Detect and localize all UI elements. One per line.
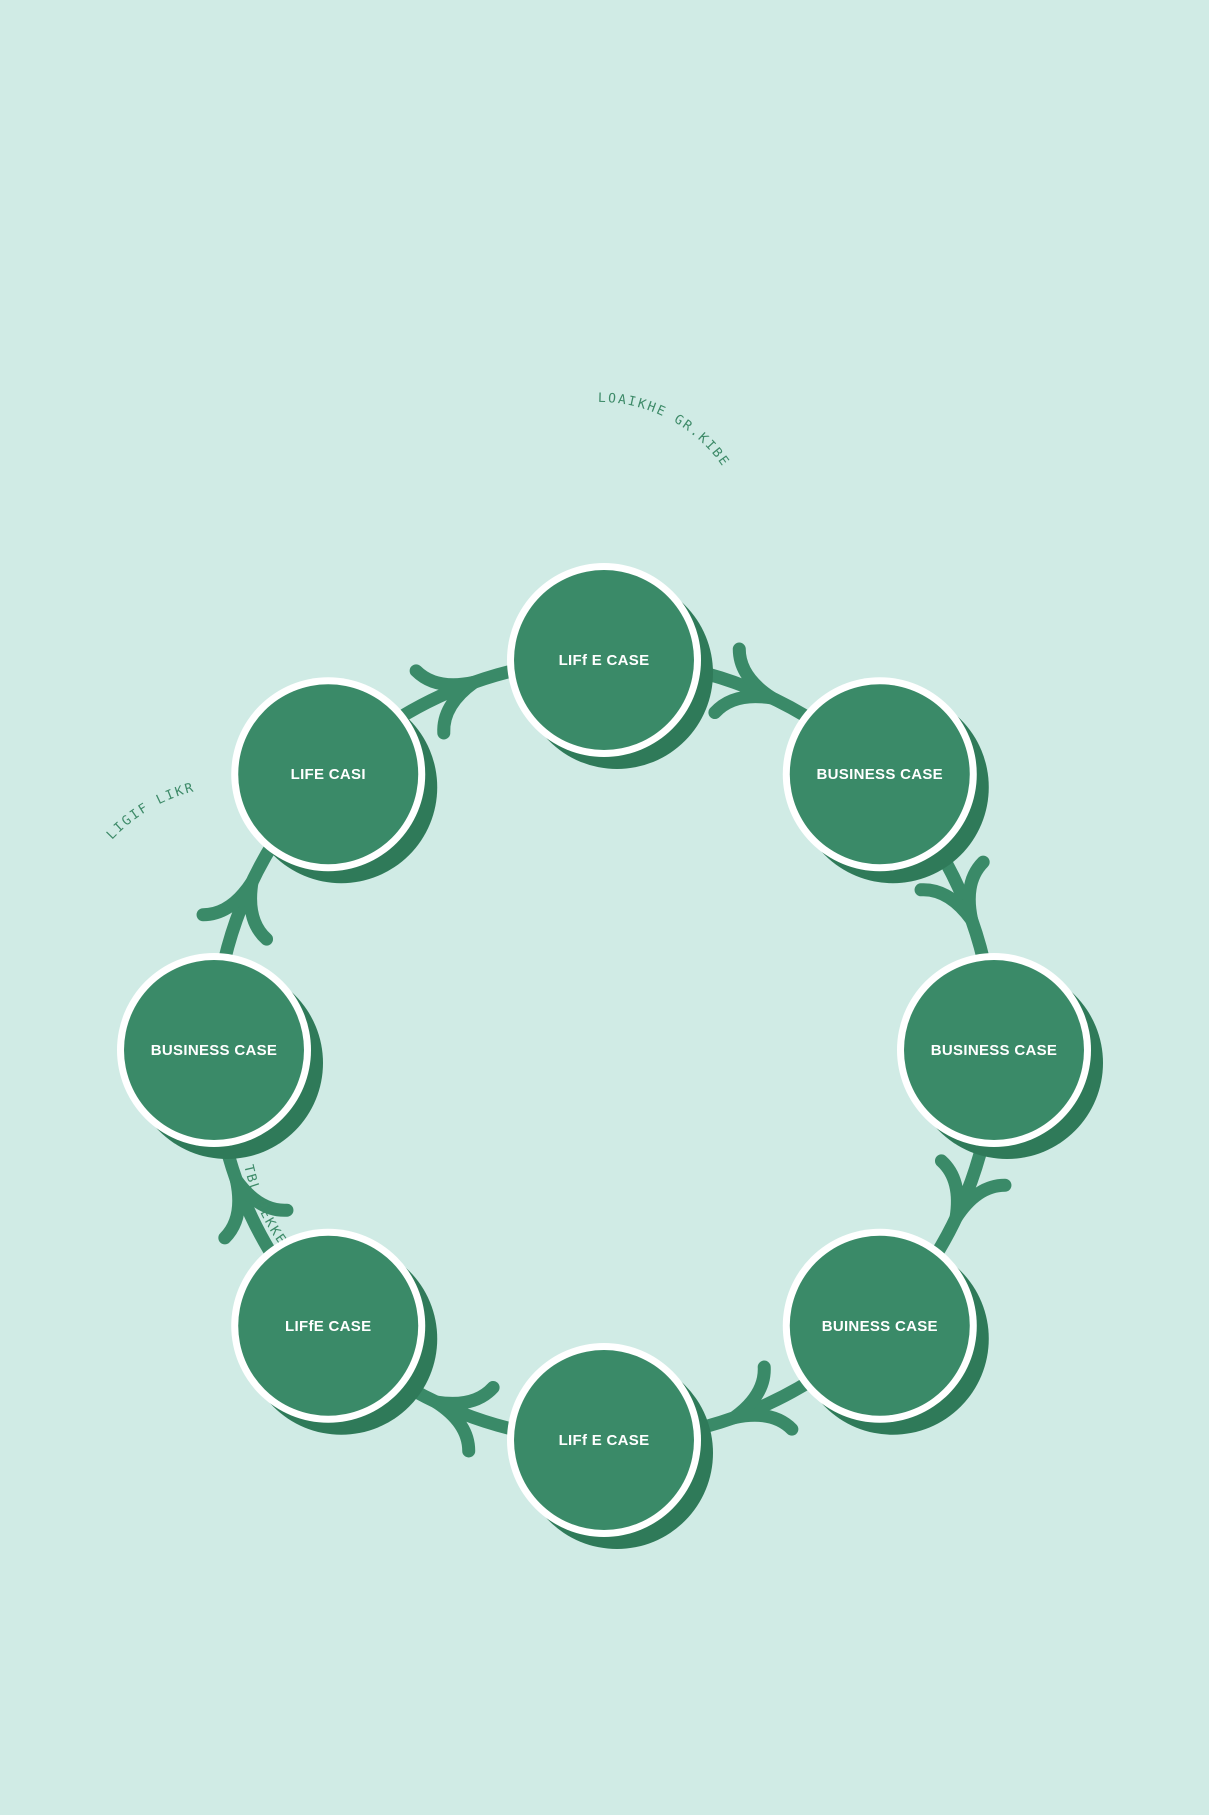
cycle-node-circle xyxy=(238,1235,419,1416)
cycle-node: BUSINESS CASE xyxy=(897,953,1103,1159)
annotation-top-right: LOAIKHE GR.KIBE xyxy=(598,391,733,470)
cycle-arrowhead xyxy=(196,875,274,946)
cycle-node-label: LIFf E CASE xyxy=(559,652,650,669)
cycle-arrows xyxy=(196,642,1012,1458)
cycle-node-label: LIFE CASI xyxy=(291,766,366,783)
cycle-node-label: BUSINESS CASE xyxy=(817,766,943,783)
cycle-node-circle xyxy=(514,1350,694,1530)
cycle-node-circle xyxy=(124,960,304,1140)
cycle-arrowhead xyxy=(934,1154,1012,1225)
cycle-node: BUINESS CASE xyxy=(782,1228,989,1435)
cycle-node: LIFE CASI xyxy=(231,677,438,884)
cycle-arrowhead xyxy=(708,642,779,720)
cycle-nodes: LIFf E CASE BUSINESS CASE BUSINESS CASE BUI… xyxy=(117,563,1103,1549)
cycle-node: LIFf E CASE xyxy=(507,1343,713,1549)
cycle-node: BUSINESS CASE xyxy=(782,677,989,884)
cycle-node-label: BUSINESS CASE xyxy=(151,1042,277,1059)
cycle-arrowhead xyxy=(727,1360,799,1436)
cycle-node-circle xyxy=(514,570,694,750)
cycle-node-circle xyxy=(238,684,419,865)
cycle-arrowhead xyxy=(914,855,990,927)
cycle-arrowhead xyxy=(218,1173,294,1245)
annotation-left: LIGIF LIKRE xyxy=(0,0,197,843)
cycle-node: LIFfE CASE xyxy=(231,1228,438,1435)
cycle-node-circle xyxy=(789,684,970,865)
cycle-node-label: BUINESS CASE xyxy=(822,1318,938,1335)
cycle-node-circle xyxy=(904,960,1084,1140)
cycle-node: LIFf E CASE xyxy=(507,563,713,769)
cycle-node-label: LIFfE CASE xyxy=(285,1318,371,1335)
cycle-arrowhead xyxy=(409,664,481,740)
cycle-node-label: LIFf E CASE xyxy=(559,1432,650,1449)
cycle-node-label: BUSINESS CASE xyxy=(931,1042,1057,1059)
cycle-node: BUSINESS CASE xyxy=(117,953,323,1159)
cycle-node-circle xyxy=(789,1235,970,1416)
cycle-arrowhead xyxy=(429,1380,500,1458)
